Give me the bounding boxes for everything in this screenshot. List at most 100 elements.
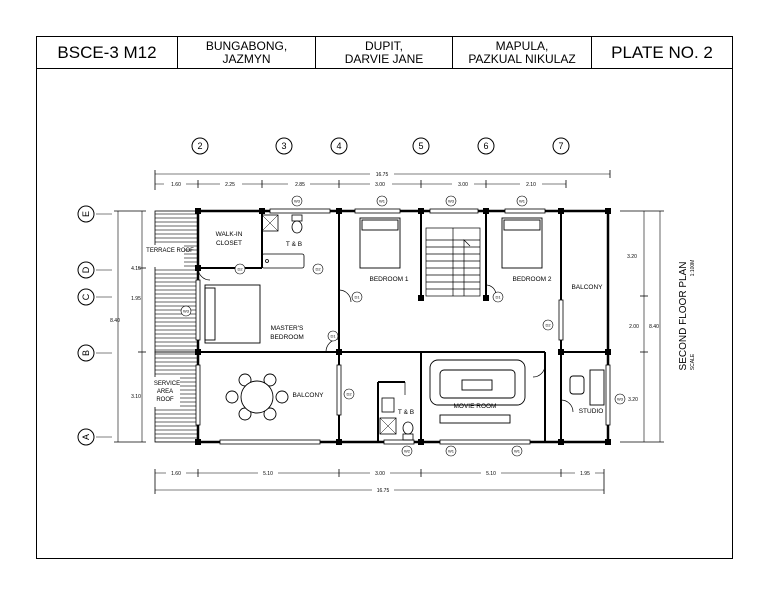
plate-number-text: PLATE NO. 2	[611, 43, 713, 62]
tag-bubbles: W3 W1 W3 W1 D2 D2 D1 D1 D2 D1 W3 D2 W3 W…	[180, 195, 626, 457]
tag-d2-balcony: D2	[542, 319, 554, 331]
tag-w1-bottom-2: W1	[511, 445, 523, 457]
grid-bubble-5: 5	[412, 137, 430, 155]
tag-d1-master-text: D1	[330, 334, 336, 339]
member-2-line-2: DARVIE JANE	[344, 51, 424, 66]
tag-w2-bottom: W2	[401, 445, 413, 457]
terrace-roof	[154, 210, 199, 353]
top-dim-total: 16.75	[376, 172, 389, 178]
label-bedroom-2: BEDROOM 2	[512, 276, 551, 283]
label-balcony-right: BALCONY	[571, 284, 603, 291]
grid-bubble-4: 4	[330, 137, 348, 155]
grid-bubble-E: E	[77, 205, 95, 223]
grid-bubble-A: A	[77, 428, 95, 446]
member-1-line-2: JAZMYN	[222, 51, 271, 66]
tag-w1-top-1-text: W1	[379, 199, 386, 204]
scale-label: SCALE	[690, 353, 696, 370]
grid-bubble-A-label: A	[81, 434, 91, 440]
grid-bubble-7: 7	[552, 137, 570, 155]
label-walkin-2: CLOSET	[216, 240, 242, 247]
sink-upper-cross	[261, 214, 279, 232]
bottom-dim-2: 5.10	[263, 471, 273, 477]
tag-w2-bottom-text: W2	[404, 449, 411, 454]
tag-d2-tb: D2	[312, 263, 324, 275]
grid-bubble-D-label: D	[81, 266, 91, 273]
label-service-3: ROOF	[156, 397, 174, 403]
course-code: BSCE-3 M12	[37, 37, 178, 68]
top-dim-5: 3.00	[458, 182, 468, 188]
label-walkin-1: WALK-IN	[216, 231, 243, 238]
grid-bubble-C: C	[77, 288, 95, 306]
sheet-title: SECOND FLOOR PLAN 1:100M SCALE	[678, 260, 696, 371]
left-dim-total: 8.40	[110, 318, 120, 324]
right-dim-3: 3.20	[628, 397, 638, 403]
scale-value: 1:100M	[690, 260, 696, 277]
tag-w1-bottom-1-text: W1	[448, 449, 455, 454]
grid-bubble-6-label: 6	[483, 141, 488, 151]
toilet-upper	[291, 214, 303, 234]
bottom-dim-5: 1.95	[580, 471, 590, 477]
label-service-1: SERVICE	[154, 381, 180, 387]
grid-bubble-2-label: 2	[197, 141, 202, 151]
left-dimensions: 8.40 4.15 1.95 3.10	[110, 210, 146, 443]
tag-d2-walkin: D2	[234, 263, 246, 275]
grid-bubble-B: B	[77, 344, 95, 362]
grid-bubble-2: 2	[191, 137, 209, 155]
staircase	[425, 227, 481, 297]
bedroom-1-bed	[359, 217, 401, 269]
course-code-text: BSCE-3 M12	[57, 43, 157, 62]
label-tb-upper: T & B	[286, 241, 302, 248]
tag-d1-bed1-text: D1	[354, 295, 360, 300]
lower-bath-fixtures	[379, 397, 414, 441]
windows	[195, 208, 611, 445]
top-dim-4: 3.00	[375, 182, 385, 188]
left-dim-2: 1.95	[131, 296, 141, 302]
tag-w3-studio-text: W3	[617, 397, 624, 402]
grid-bubble-3-label: 3	[281, 141, 286, 151]
label-terrace-roof: TERRACE ROOF	[146, 248, 194, 254]
label-master-1: MASTER'S	[271, 325, 304, 332]
dining-set	[225, 373, 289, 421]
grid-bubble-5-label: 5	[418, 141, 423, 151]
tag-d2-balcony-text: D2	[545, 323, 551, 328]
tag-d1-master: D1	[327, 330, 339, 342]
tag-w3-top-1: W3	[291, 195, 303, 207]
grid-bubble-C-label: C	[81, 293, 91, 300]
tag-d2-walkin-text: D2	[237, 267, 243, 272]
terrace-label-bg	[154, 245, 184, 267]
top-dim-1: 1.60	[171, 182, 181, 188]
label-tb-lower: T & B	[398, 409, 414, 416]
sheet-title-text: SECOND FLOOR PLAN	[678, 262, 689, 371]
bottom-dim-1: 1.60	[171, 471, 181, 477]
label-master-2: BEDROOM	[270, 334, 304, 341]
top-dimensions: 16.75 1.60 2.25 2.85 3.00 3.00 2.10	[154, 170, 611, 190]
room-labels: TERRACE ROOF WALK-IN CLOSET T & B BEDROO…	[146, 231, 603, 416]
tag-d1-bed1: D1	[351, 291, 363, 303]
master-bed	[204, 284, 261, 344]
sink-upper	[261, 214, 279, 232]
member-3-line-2: PAZKUAL NIKULAZ	[468, 51, 576, 66]
tag-w1-bottom-1: W1	[445, 445, 457, 457]
left-dim-1: 4.15	[131, 266, 141, 272]
grid-ticks	[96, 213, 112, 438]
tag-w3-left: W3	[180, 305, 192, 317]
tag-d2-balcony-left-text: D2	[346, 392, 352, 397]
tag-w3-top-2-text: W3	[448, 199, 455, 204]
member-2: DUPIT, DARVIE JANE	[316, 37, 453, 68]
right-dim-1: 3.20	[627, 254, 637, 260]
grid-bubble-D: D	[77, 261, 95, 279]
member-1-line-1: BUNGABONG,	[205, 38, 288, 53]
tag-w3-left-text: W3	[183, 309, 190, 314]
tag-w1-top-1: W1	[376, 195, 388, 207]
label-balcony-left: BALCONY	[292, 392, 324, 399]
tag-w3-studio: W3	[614, 393, 626, 405]
tag-w1-top-2-text: W1	[519, 199, 526, 204]
right-dimensions: 3.20 2.00 3.20 8.40	[620, 210, 664, 443]
bottom-dim-total: 16.75	[377, 488, 390, 494]
plate-number: PLATE NO. 2	[592, 37, 732, 68]
right-dim-2: 2.00	[629, 324, 639, 330]
tag-d2-tb-text: D2	[315, 267, 321, 272]
tag-w1-bottom-2-text: W1	[514, 449, 521, 454]
member-2-line-1: DUPIT,	[364, 38, 403, 53]
